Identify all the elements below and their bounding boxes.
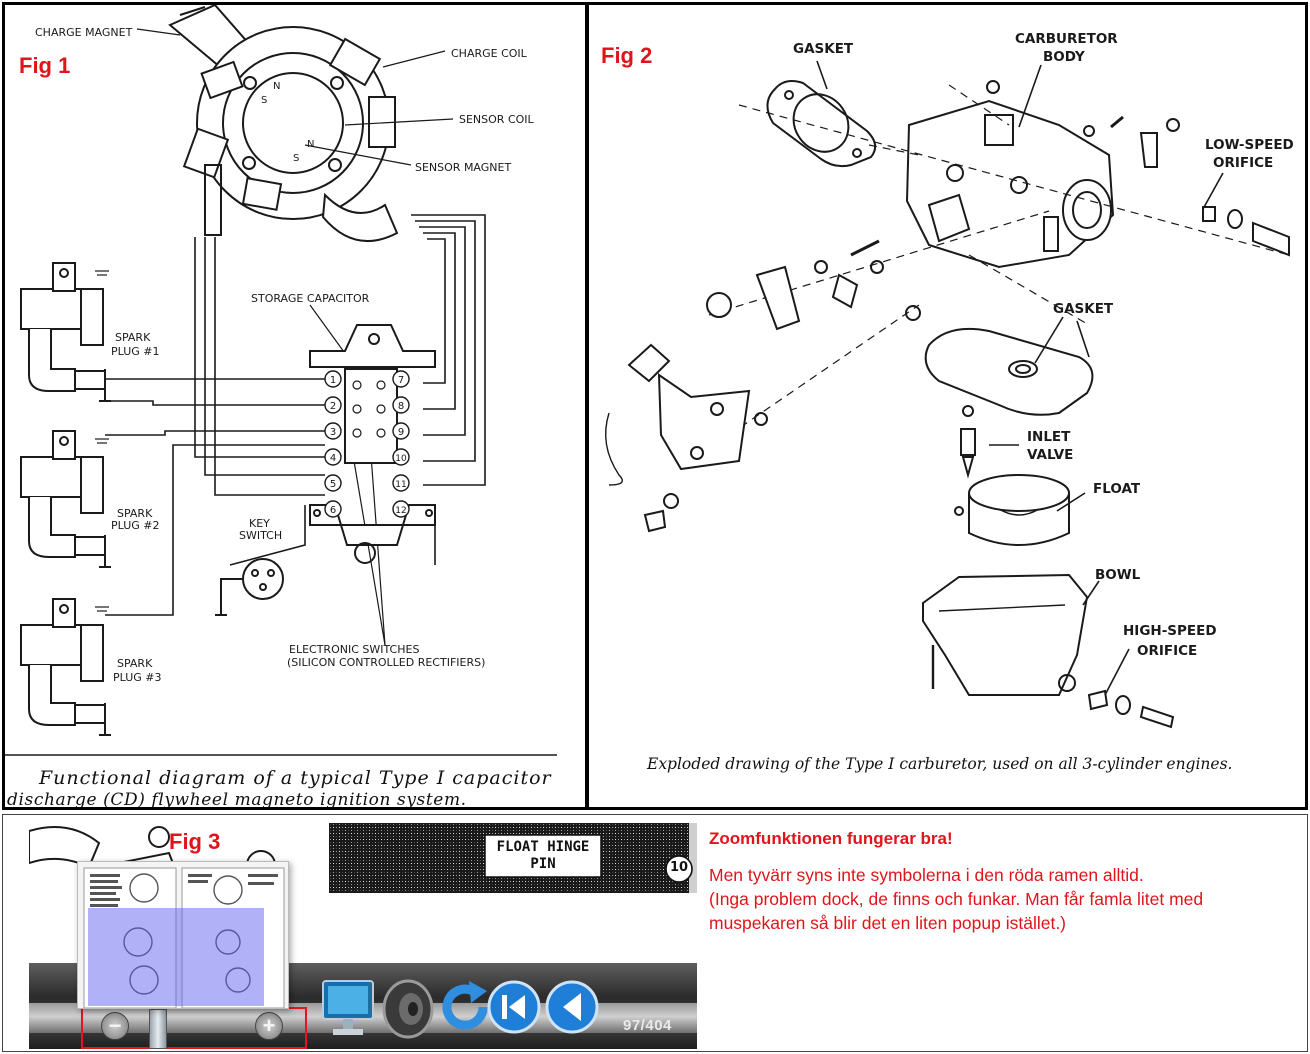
leader-arrows [816,60,1224,696]
terminal-12: 12 [395,506,406,516]
mid-gasket [924,327,1094,416]
fig2-label: Fig 2 [601,43,653,68]
label-key: KEY [249,517,270,530]
label-spark-1-word: SPARK [115,331,151,344]
fig3-label: Fig 3 [169,829,221,854]
previous-page-button[interactable] [545,979,599,1035]
page-thumbnail-popup[interactable] [77,861,289,1009]
label-spark-plug-3: PLUG #3 [113,671,162,684]
page-counter: 97/404 [623,1017,672,1034]
label-spark-plug-1: PLUG #1 [111,345,160,358]
note-line-2: (Inga problem dock, de finns och funkar.… [709,889,1204,909]
float-hinge-label-2: PIN [530,856,556,872]
thumbnail-viewport-highlight [88,908,264,1006]
float-hinge-label-1: FLOAT HINGE [496,839,590,855]
first-page-button[interactable] [487,979,541,1035]
label-high-orifice: ORIFICE [1137,643,1197,659]
fig1-caption-line1: Functional diagram of a typical Type I c… [39,767,552,789]
fig2-caption: Exploded drawing of the Type I carbureto… [647,755,1233,773]
label-spark-3-word: SPARK [117,657,153,670]
label-body: BODY [1043,49,1085,65]
label-low-orifice: ORIFICE [1213,155,1273,171]
terminal-1: 1 [330,375,336,386]
label-charge-coil: CHARGE COIL [451,47,528,60]
terminal-5: 5 [330,479,336,490]
terminal-9: 9 [398,427,404,438]
zoom-in-button[interactable]: + [255,1012,283,1040]
zoom-in-icon: + [262,1013,276,1038]
terminal-7: 7 [398,375,404,386]
terminal-10: 10 [395,454,407,464]
magnet-n-1: N [273,81,280,92]
terminal-6: 6 [330,505,336,516]
stator-assembly [168,5,399,242]
label-spark-plug-2: PLUG #2 [111,519,160,532]
callout-number: 10 [669,860,689,875]
zoom-out-button[interactable]: − [101,1012,129,1040]
fig1-panel: Fig 1 [2,2,588,810]
refresh-icon [442,981,488,1030]
terminal-block [309,324,436,564]
spark-plug-coils [20,262,111,736]
top-gasket [766,80,877,168]
terminal-4: 4 [330,453,336,464]
terminal-2: 2 [330,401,336,412]
monitor-icon [322,980,374,1035]
inlet-valve [960,405,1019,479]
carburetor-body [905,80,1115,269]
terminal-11: 11 [395,480,406,490]
bowl [922,573,1175,729]
label-low-speed: LOW-SPEED [1205,137,1294,153]
label-bowl: BOWL [1095,567,1141,583]
refresh-button[interactable] [439,977,495,1039]
float [954,474,1070,546]
fig2-panel: Fig 2 [586,2,1308,810]
note-text: Zoomfunktionen fungerar bra! Men tyvärr … [709,829,1299,935]
linkage-parts [604,239,921,533]
leader-lines [136,28,454,646]
terminal-8: 8 [398,401,404,412]
sound-button[interactable] [381,975,435,1041]
terminal-3: 3 [330,427,336,438]
label-gasket-top: GASKET [793,41,854,57]
fig1-label: Fig 1 [19,53,71,78]
right-hardware [1083,115,1290,257]
label-storage-capacitor: STORAGE CAPACITOR [251,292,370,305]
ignition-diagram: CHARGE MAGNET CHARGE COIL SENSOR COIL SE… [5,5,557,756]
fig1-caption-line2: discharge (CD) flywheel magneto ignition… [7,790,467,810]
fig3-panel: FLOAT HINGE PIN 10 − + [2,814,1308,1052]
key-switch [215,558,284,616]
label-spark-2-word: SPARK [117,507,153,520]
label-carburetor: CARBURETOR [1015,31,1118,47]
note-heading: Zoomfunktionen fungerar bra! [709,829,953,848]
note-line-3: muspekaren så blir det en liten popup is… [709,913,1067,933]
label-gasket-mid: GASKET [1053,301,1114,317]
label-valve: VALVE [1027,447,1073,463]
label-switch: SWITCH [239,529,282,542]
note-line-1: Men tyvärr syns inte symbolerna i den rö… [709,865,1144,885]
label-sensor-magnet: SENSOR MAGNET [415,161,511,174]
page-viewer-screenshot: FLOAT HINGE PIN 10 − + [29,823,697,1049]
wiring [105,214,486,616]
thumbnail-pages [83,867,285,1008]
label-sensor-coil: SENSOR COIL [459,113,535,126]
label-charge-magnet: CHARGE MAGNET [35,26,133,39]
magnet-s-1: S [261,95,267,106]
previous-page-icon [545,980,599,1034]
speaker-icon [382,979,434,1039]
page-fragment [29,823,697,893]
magnet-s-2: S [293,153,299,164]
carburetor-exploded-drawing: GASKET CARBURETOR BODY LOW-SPEED ORIFICE… [604,31,1294,729]
zoom-slider-handle[interactable] [149,1009,167,1049]
label-inlet: INLET [1027,429,1071,445]
zoom-out-icon: − [108,1013,122,1038]
fullscreen-button[interactable] [321,973,375,1043]
magnet-n-2: N [307,139,314,150]
first-page-icon [487,980,541,1034]
label-float: FLOAT [1093,481,1141,497]
label-electronic-switches: ELECTRONIC SWITCHES [289,643,419,656]
label-high-speed: HIGH-SPEED [1123,623,1217,639]
label-scr: (SILICON CONTROLLED RECTIFIERS) [287,656,485,669]
